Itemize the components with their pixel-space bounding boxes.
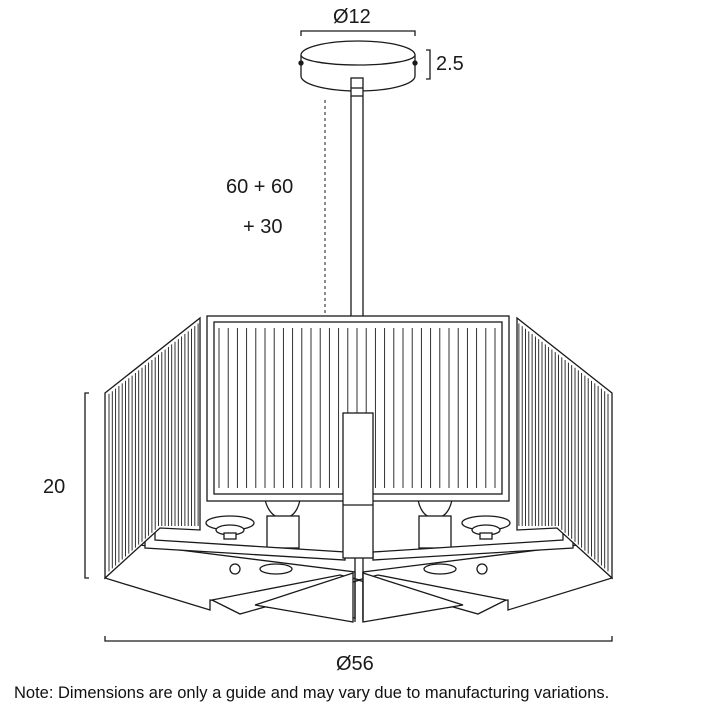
canopy-height-bracket [426, 49, 431, 80]
ceiling-canopy [298, 40, 418, 92]
shade-right-panel [516, 316, 613, 580]
center-hub [342, 412, 374, 622]
shade-left-panel [104, 316, 201, 580]
shade-height-label: 20 [43, 476, 66, 498]
drop-length-label-line2: + 30 [243, 216, 283, 238]
base-frame [103, 544, 614, 623]
canopy-diameter-label: Ø12 [333, 6, 371, 28]
drop-length-label-line1: 60 + 60 [226, 176, 294, 198]
canopy-diameter-dimension-line [300, 30, 416, 36]
overall-diameter-label: Ø56 [336, 653, 374, 675]
canopy-height-label: 2.5 [436, 53, 464, 75]
overall-diameter-dimension-line [104, 636, 613, 642]
suspension-rod [350, 77, 364, 319]
disclaimer-note: Note: Dimensions are only a guide and ma… [14, 684, 610, 702]
shade-height-dimension-line [84, 392, 89, 579]
